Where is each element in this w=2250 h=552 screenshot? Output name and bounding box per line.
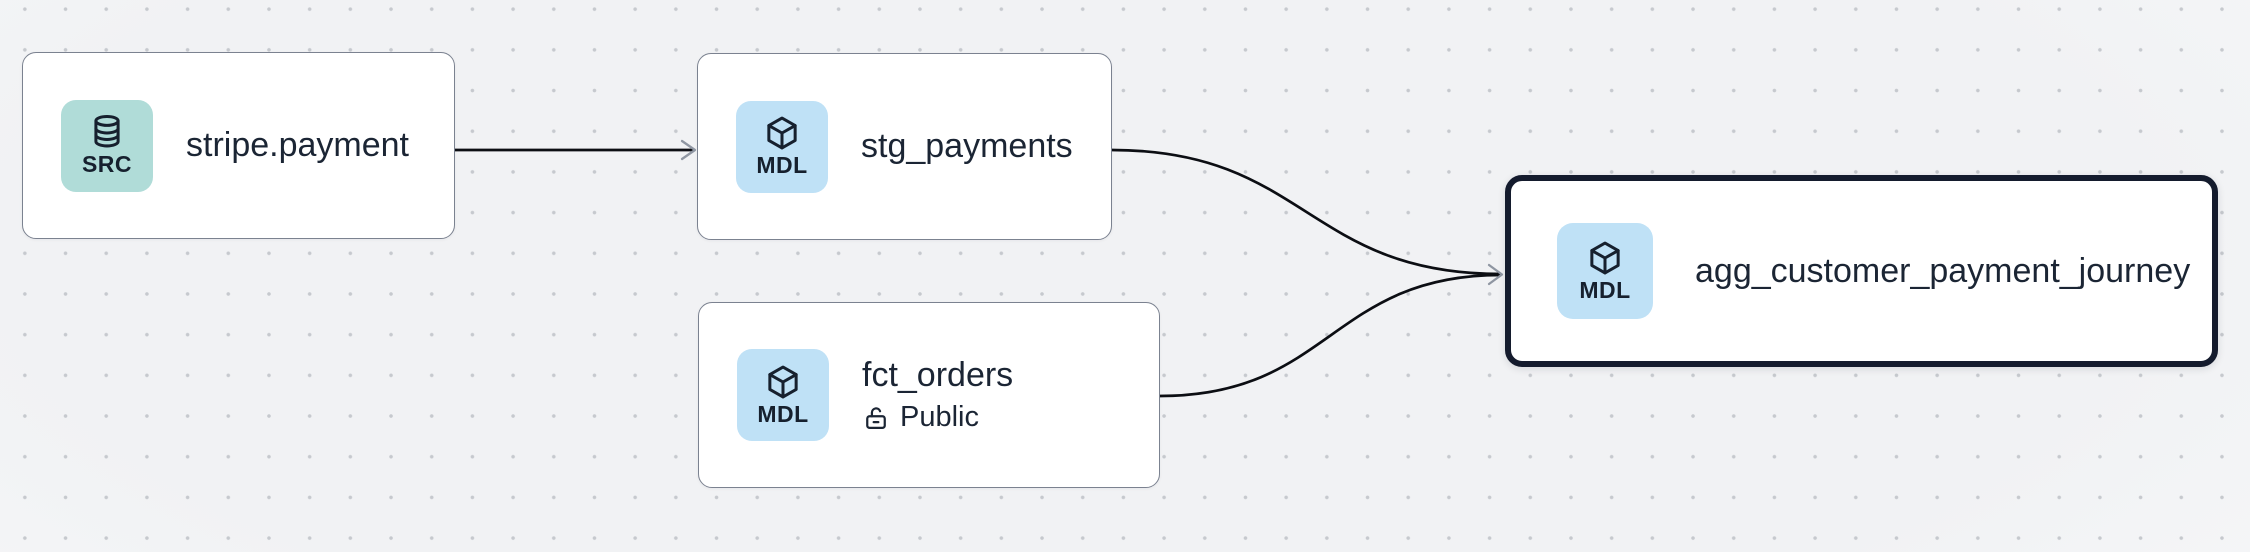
lineage-node-agg-customer-payment-journey[interactable]: MDL agg_customer_payment_journey <box>1505 175 2218 367</box>
edge-fct-to-agg[interactable] <box>1159 273 1502 398</box>
database-icon <box>94 115 120 148</box>
node-title: agg_customer_payment_journey <box>1695 251 2191 290</box>
lineage-node-stripe-payment[interactable]: SRC stripe.payment <box>22 52 455 239</box>
badge-label: SRC <box>81 151 133 178</box>
model-badge: MDL <box>1557 223 1653 319</box>
cube-icon <box>767 116 797 150</box>
cube-icon <box>1590 241 1620 275</box>
node-text-block: fct_orders Public <box>862 355 1013 434</box>
source-badge: SRC <box>61 99 153 192</box>
lineage-node-fct-orders[interactable]: MDL fct_orders Public <box>698 302 1160 488</box>
badge-label: MDL <box>757 400 809 427</box>
node-title: stg_payments <box>861 127 1073 166</box>
lineage-node-stg-payments[interactable]: MDL stg_payments <box>697 53 1112 240</box>
access-label: Public <box>900 401 979 434</box>
node-title: stripe.payment <box>186 126 409 165</box>
access-row: Public <box>862 401 1013 434</box>
node-title: fct_orders <box>862 356 1014 395</box>
lock-open-icon <box>866 407 886 429</box>
model-badge: MDL <box>736 100 828 193</box>
edge-stg-to-agg[interactable] <box>1111 148 1502 276</box>
cube-icon <box>768 365 798 399</box>
badge-label: MDL <box>1579 276 1631 303</box>
badge-label: MDL <box>756 152 808 179</box>
model-badge: MDL <box>737 349 829 441</box>
